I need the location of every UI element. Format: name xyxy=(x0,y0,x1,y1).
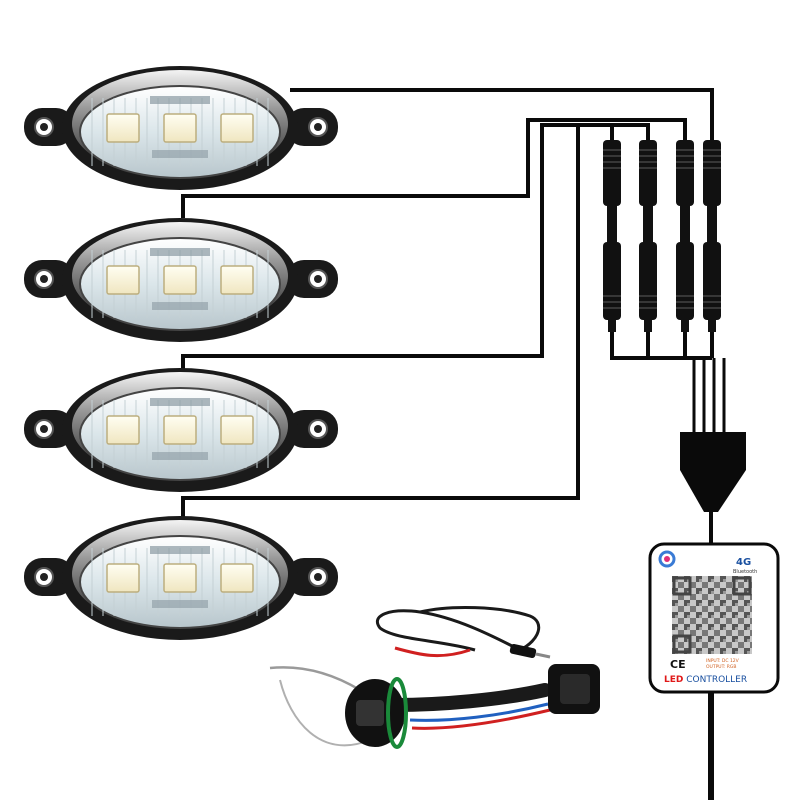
connector-lower xyxy=(603,242,621,320)
pod-light-3 xyxy=(24,368,338,492)
harness-thin-cable-2 xyxy=(419,606,541,652)
controller-badge-sub: Bluetooth xyxy=(733,569,757,575)
harness-red-wire-2 xyxy=(411,708,551,730)
controller-label-led: LED xyxy=(664,675,683,685)
qr-finder-bl xyxy=(672,634,692,654)
wire-light-4 xyxy=(181,123,614,518)
harness-blue-wire xyxy=(409,702,549,722)
controller-input-spec: INPUT: DC 12V xyxy=(706,658,740,664)
wire-light-3 xyxy=(181,123,650,375)
led-chip xyxy=(220,113,254,143)
qr-code xyxy=(672,576,752,654)
pod-light-group xyxy=(24,66,338,640)
qr-finder-tl xyxy=(672,576,692,596)
wire-splitter xyxy=(680,432,746,512)
harness-red-wire xyxy=(394,646,471,658)
wire-light-2 xyxy=(181,118,687,218)
led-chip xyxy=(163,415,197,445)
connector-lower xyxy=(676,242,694,320)
controller-label: LED CONTROLLER xyxy=(664,675,747,685)
pod-light-4 xyxy=(24,516,338,640)
pod-light-1 xyxy=(24,66,338,190)
controller-output-spec: OUTPUT: RGB xyxy=(706,664,737,670)
harness-white-wire-2 xyxy=(279,679,371,747)
led-chip xyxy=(220,415,254,445)
led-chip xyxy=(163,265,197,295)
connector-lower xyxy=(639,242,657,320)
dc-plug-icon xyxy=(509,643,537,659)
led-chip xyxy=(163,563,197,593)
wire-light-1 xyxy=(290,88,714,142)
wire-bus-left xyxy=(610,330,712,360)
controller-label-controller: CONTROLLER xyxy=(683,675,747,685)
connector-3 xyxy=(676,140,694,332)
wire-bundle xyxy=(181,88,726,800)
led-chip xyxy=(220,265,254,295)
connector-1 xyxy=(603,140,621,332)
led-chip xyxy=(106,113,140,143)
led-chip xyxy=(106,265,140,295)
controller-badge: 4G xyxy=(736,557,751,568)
connector-group xyxy=(603,140,721,332)
connector-4 xyxy=(703,140,721,332)
harness-sleeve xyxy=(388,683,552,712)
harness-thin-cable xyxy=(376,609,521,652)
led-chip xyxy=(220,563,254,593)
power-harness xyxy=(269,606,600,749)
connector-2 xyxy=(639,140,657,332)
led-chip xyxy=(106,563,140,593)
ce-mark: CE xyxy=(670,658,686,671)
app-logo-icon xyxy=(658,550,676,568)
led-controller: 4G Bluetooth CE INPUT: DC 12V OUTPUT: RG… xyxy=(648,542,780,694)
harness-white-wire xyxy=(269,666,361,692)
pod-light-2 xyxy=(24,218,338,342)
harness-seal-ring xyxy=(386,677,408,749)
led-chip xyxy=(106,415,140,445)
connector-lower xyxy=(703,242,721,320)
qr-finder-tr xyxy=(732,576,752,596)
led-chip xyxy=(163,113,197,143)
